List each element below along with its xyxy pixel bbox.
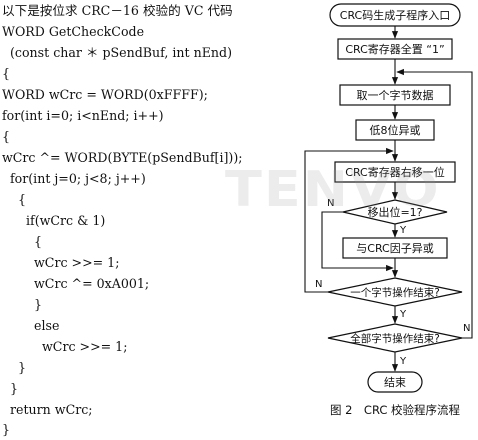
code-line: else [2,318,60,333]
node-xor-poly-label: 与CRC因子异或 [356,242,433,255]
node-init-label: CRC寄存器全置 “1” [345,42,444,56]
node-fetch: 取一个字节数据 [339,84,451,106]
node-all-done-decision: 全部字节操作结束? [327,323,463,353]
node-init: CRC寄存器全置 “1” [337,38,453,60]
node-xor-low: 低8位异或 [355,119,435,141]
code-line: for(int i=0; i<nEnd; i++) [2,108,164,123]
code-line: wCrc >>= 1; [2,255,120,270]
code-line: } [2,381,19,396]
code-line: } [2,422,11,437]
code-line: (const char ＊ pSendBuf, int nEnd) [2,45,232,60]
node-shift-label: CRC寄存器右移一位 [345,165,444,179]
node-all-done-label: 全部字节操作结束? [350,332,440,345]
code-line-title: 以下是按位求 CRC－16 校验的 VC 代码 [2,3,233,18]
code-line: { [2,66,11,81]
label-yes-bytecheck: Y [399,309,407,320]
node-xor-low-label: 低8位异或 [370,123,421,137]
code-line: { [2,234,43,249]
code-listing: 以下是按位求 CRC－16 校验的 VC 代码 WORD GetCheckCod… [2,3,243,437]
code-line: wCrc >>= 1; [2,339,128,354]
code-line: { [2,192,27,207]
node-end: 结束 [367,371,423,393]
code-line: wCrc ^= WORD(BYTE(pSendBuf[i])); [2,150,243,165]
code-line: WORD GetCheckCode [2,24,145,39]
code-line: } [2,360,27,375]
node-start-label: CRC码生成子程序入口 [340,8,450,22]
code-line: } [2,297,43,312]
code-line: { [2,129,11,144]
label-no-alldone: N [463,323,470,334]
label-no-overflow: N [327,198,334,209]
node-fetch-label: 取一个字节数据 [357,88,434,102]
node-byte-done-decision: 一个字节操作结束? [327,277,463,307]
node-start: CRC码生成子程序入口 [329,3,461,27]
label-yes-alldone: Y [399,356,407,367]
node-overflow-decision: 移出位=1? [342,199,448,225]
edge-overflow-no [321,211,394,272]
code-line: WORD wCrc = WORD(0xFFFF); [2,87,208,102]
code-line: if(wCrc & 1) [2,213,106,228]
label-yes-overflow: Y [399,225,407,236]
node-byte-done-label: 一个字节操作结束? [350,286,440,299]
code-line: wCrc ^= 0xA001; [2,276,150,291]
figure-caption: 图 2 CRC 校验程序流程 [330,403,461,417]
node-overflow-label: 移出位=1? [367,205,422,219]
node-xor-poly: 与CRC因子异或 [342,237,448,259]
node-end-label: 结束 [384,376,406,389]
code-line: for(int j=0; j<8; j++) [2,171,146,186]
edge-alldone-no [396,68,473,339]
code-line: return wCrc; [2,402,93,417]
edge-bytecheck-no [304,147,394,293]
label-no-bytecheck: N [315,279,322,290]
node-shift: CRC寄存器右移一位 [334,161,456,183]
